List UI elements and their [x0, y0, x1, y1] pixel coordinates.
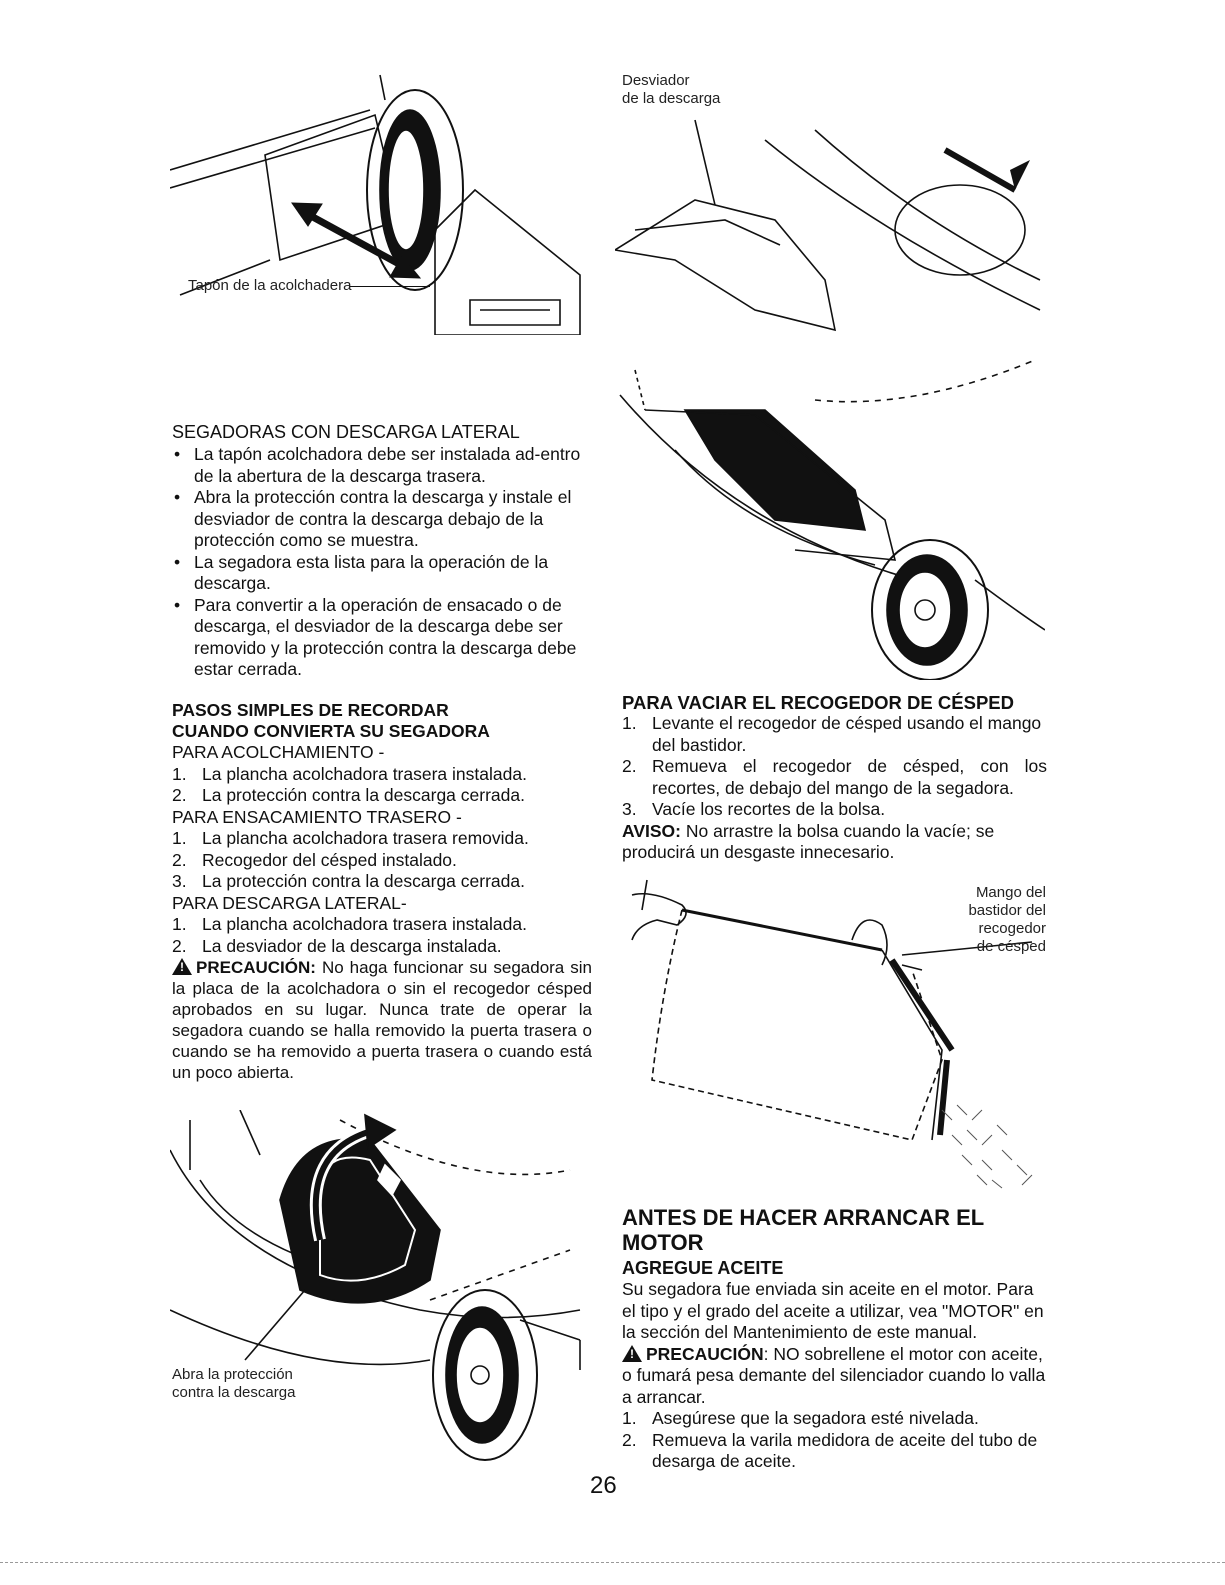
mulch-title: PARA ACOLCHAMIENTO - — [172, 742, 385, 762]
list-item: 2.Remueva la varila medidora de aceite d… — [622, 1429, 1038, 1472]
list-item: 3.La protección contra la descarga cerra… — [172, 871, 525, 891]
page-bottom-edge — [0, 1562, 1225, 1563]
caution2-label: PRECAUCIÓN — [646, 1343, 764, 1364]
leader-line — [350, 286, 430, 287]
warning-icon — [622, 1344, 642, 1362]
mulch-plug-caption: Tapón de la acolchadera — [188, 277, 352, 294]
open-chute-caption-2: contra la descarga — [172, 1384, 296, 1401]
list-item: 1.Levante el recogedor de césped usando … — [622, 713, 1042, 755]
list-item: 1.La plancha acolchadora trasera removid… — [172, 828, 529, 848]
start-heading-1: ANTES DE HACER ARRANCAR EL — [622, 1205, 985, 1230]
discharge-deflector-illustration — [615, 110, 1045, 680]
list-item: Abra la protección contra la descarga y … — [172, 487, 592, 552]
list-item: 1.La plancha acolchadora trasera instala… — [172, 763, 527, 784]
steps-heading-1: PASOS SIMPLES DE RECORDAR — [172, 700, 449, 720]
bag-title: PARA ENSACAMIENTO TRASERO - — [172, 806, 462, 827]
bag-list: 1.La plancha acolchadora trasera removid… — [172, 828, 592, 893]
empty-bag-heading: PARA VACIAR EL RECOGEDOR DE CÉSPED — [622, 692, 1014, 713]
conversion-steps-section: PASOS SIMPLES DE RECORDAR CUANDO CONVIER… — [172, 700, 592, 1083]
list-item: 2.La desviador de la descarga instalada. — [172, 935, 502, 956]
side-title-2: PARA DESCARGA LATERAL- — [172, 892, 407, 913]
bag-caption-4: de césped — [976, 938, 1046, 955]
warning-icon — [172, 958, 192, 975]
list-item: 2.Recogedor del césped instalado. — [172, 849, 457, 870]
empty-bag-list: 1.Levante el recogedor de césped usando … — [622, 713, 1047, 821]
caution2-text: : NO sobrellene el motor con aceite, o f… — [622, 1343, 1046, 1407]
grass-bag-illustration — [622, 870, 1052, 1190]
notice-text: No arrastre la bolsa cuando la vacíe; se… — [622, 820, 995, 863]
steps-heading-2: CUANDO CONVIERTA SU SEGADORA — [172, 721, 490, 741]
oil-list: 1.Asegúrese que la segadora esté nivelad… — [622, 1408, 1047, 1473]
oil-paragraph: Su segadora fue enviada sin aceite en el… — [622, 1279, 1044, 1342]
notice-paragraph: AVISO: No arrastre la bolsa cuando la va… — [622, 821, 1047, 864]
deflector-caption-2: de la descarga — [622, 90, 721, 107]
bag-caption-2: bastidor del — [968, 902, 1046, 919]
oil-heading: AGREGUE ACEITE — [622, 1258, 784, 1278]
side-discharge-bullets: La tapón acolchadora debe ser instalada … — [172, 444, 592, 681]
mulch-list: 1.La plancha acolchadora trasera instala… — [172, 764, 592, 807]
list-item: 2.La protección contra la descarga cerra… — [172, 785, 525, 805]
empty-bag-section: PARA VACIAR EL RECOGEDOR DE CÉSPED 1.Lev… — [622, 692, 1047, 864]
list-item: La tapón acolchadora debe ser instalada … — [172, 444, 592, 487]
list-item: 1.Asegúrese que la segadora esté nivelad… — [622, 1408, 979, 1428]
caution2-paragraph: PRECAUCIÓN: NO sobrellene el motor con a… — [622, 1344, 1047, 1409]
list-item: 2.Remueva el recogedor de césped, con lo… — [622, 756, 1047, 798]
caution-label: PRECAUCIÓN: — [196, 958, 316, 977]
bag-caption-3: recogedor — [978, 920, 1046, 937]
side-discharge-section: SEGADORAS CON DESCARGA LATERAL La tapón … — [172, 420, 592, 681]
caution-paragraph: PRECAUCIÓN: No haga funcionar su segador… — [172, 957, 592, 1083]
open-chute-illustration — [170, 1110, 600, 1480]
list-item: 1.La plancha acolchadora trasera instala… — [172, 914, 527, 934]
bag-caption-1: Mango del — [975, 884, 1046, 901]
start-heading-2: MOTOR — [622, 1230, 704, 1255]
caution-text: No haga funcionar su segadora sin la pla… — [172, 958, 592, 1082]
list-item: La segadora esta lista para la operación… — [172, 552, 592, 595]
side-list: 1.La plancha acolchadora trasera instala… — [172, 914, 592, 957]
before-start-section: ANTES DE HACER ARRANCAR EL MOTOR AGREGUE… — [622, 1205, 1047, 1473]
side-discharge-title: SEGADORAS CON DESCARGA LATERAL — [172, 422, 520, 442]
page-number: 26 — [590, 1472, 617, 1499]
notice-label: AVISO: — [622, 820, 681, 841]
list-item: 3.Vacíe los recortes de la bolsa. — [622, 799, 886, 819]
open-chute-caption-1: Abra la protección — [172, 1366, 293, 1383]
deflector-caption-1: Desviador — [622, 72, 690, 89]
mulch-plug-illustration — [170, 60, 600, 335]
list-item: Para convertir a la operación de ensacad… — [172, 595, 592, 681]
